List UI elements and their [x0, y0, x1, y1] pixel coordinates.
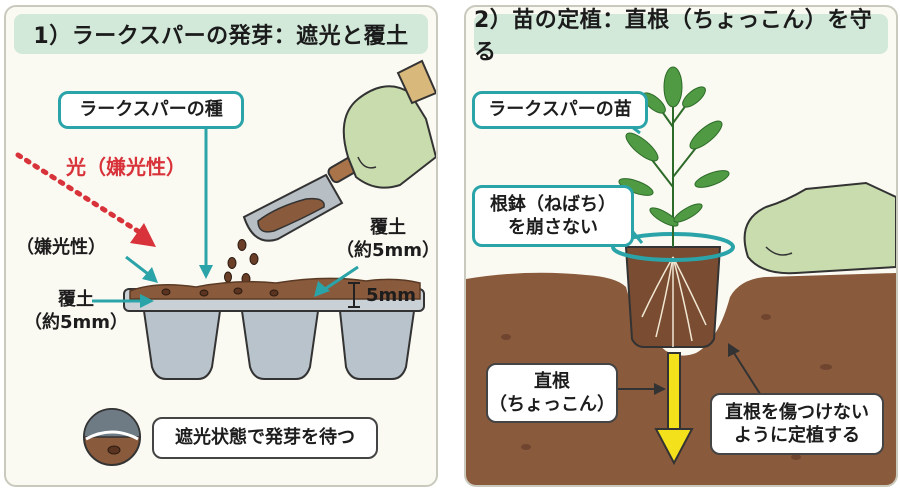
cover-right-pointer [321, 265, 359, 293]
cover-soil-left-label: 覆土 （約5mm） [24, 289, 129, 333]
soil-cross-section-icon [83, 408, 141, 466]
transplant-panel: 2）苗の定植：直根（ちょっこん）を守る [464, 5, 898, 487]
light-arrow [15, 152, 156, 247]
photophobic-label: （嫌光性） [16, 237, 106, 258]
light-label: 光（嫌光性） [66, 155, 186, 179]
root-ball [611, 232, 735, 348]
depth-label: 5mm [366, 285, 417, 306]
germination-panel: 1）ラークスパーの発芽：遮光と覆土 [4, 5, 438, 487]
glove-icon [342, 59, 436, 189]
panel-title-germination: 1）ラークスパーの発芽：遮光と覆土 [14, 14, 428, 54]
germination-scene [15, 59, 436, 466]
seedling-icon [618, 66, 730, 247]
seed-callout: ラークスパーの種 [58, 91, 244, 129]
taproot-arrow [654, 352, 694, 466]
glove-icon [743, 181, 896, 275]
warning-callout: 直根を傷つけない ように定植する [710, 393, 884, 455]
rootball-callout: 根鉢（ねばち） を崩さない [472, 185, 634, 247]
seedling-callout: ラークスパーの苗 [472, 91, 648, 129]
trowel-icon [242, 150, 369, 242]
buried-seeds [161, 287, 279, 297]
legend-callout: 遮光状態で発芽を待つ [152, 417, 378, 459]
warning-pointer [733, 352, 763, 398]
falling-seeds [224, 239, 259, 285]
depth-marker [348, 282, 360, 308]
cover-soil-right-label: 覆土 （約5mm） [336, 217, 438, 261]
taproot-callout: 直根 （ちょっこん） [486, 363, 618, 423]
